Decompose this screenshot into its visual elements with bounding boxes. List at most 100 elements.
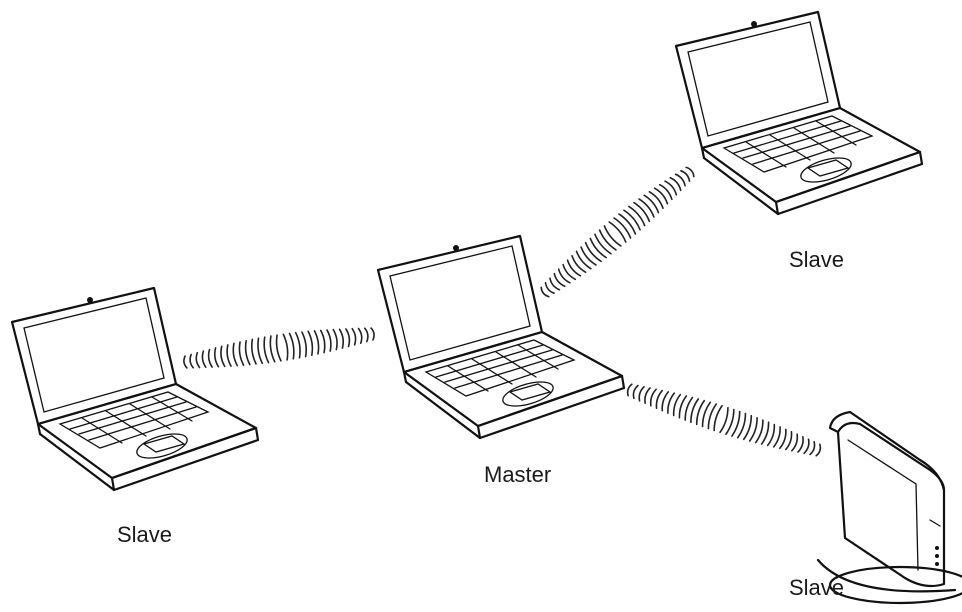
signal-arc [667,392,676,414]
signal-arc [678,395,688,419]
signal-arc [690,398,700,423]
signal-arc [213,347,220,368]
signal-arc [655,389,664,410]
signal-arc [797,435,804,453]
signal-arc [189,353,195,369]
signal-arc [760,421,770,445]
signal-arc [269,335,276,363]
signal-arc [633,201,651,223]
signal-arc [653,187,669,205]
signal-arc [648,190,664,210]
signal-arc [638,198,655,218]
signal-arc [571,254,587,274]
signal-arc [282,333,289,361]
signal-arc [707,403,718,430]
signal-arc [658,183,673,201]
signal-arc [195,351,201,369]
signal-arc [313,330,320,355]
signal-arc [701,401,712,428]
signal-arc [594,233,612,255]
signal-arc [649,388,657,407]
signal-arc [644,387,651,405]
signal-arc [754,419,764,444]
node-label-slave-left: Slave [117,522,173,547]
wireless-signal-icon [626,383,822,457]
signal-arc [257,337,264,365]
signal-arc [719,406,729,434]
signal-arc [598,229,617,251]
signal-arc [351,327,357,346]
signal-arc [566,259,582,277]
wireless-signal-icon [183,327,375,369]
signal-arc [725,408,735,436]
signal-arc [643,194,660,214]
signal-arc [661,391,670,412]
signal-arc [669,176,682,192]
signal-arc [618,213,637,235]
signal-arc [684,396,694,421]
signal-arc [608,221,627,243]
signal-arc [772,426,781,448]
signal-arc [544,282,555,294]
signal-arc [791,433,799,452]
signal-arc [613,217,632,239]
signal-arc [685,166,695,178]
signal-arc [584,241,602,263]
signal-arc [307,330,314,357]
signal-arc [778,428,787,450]
signal-arc [815,443,822,457]
signal-arc [626,383,633,397]
signal-arc [809,440,816,456]
signal-arc [238,341,245,366]
signal-arc [589,237,607,259]
signal-arc [288,332,295,360]
signal-arc [580,246,597,266]
signal-arc [628,205,646,227]
signal-arc [553,272,566,288]
signal-arc [603,225,622,247]
signal-arc [557,268,571,284]
laptop-icon [674,10,924,216]
signal-arc [623,209,641,231]
signal-arc [695,399,706,426]
signal-arc [250,338,257,365]
signal-arc [748,417,758,442]
laptop-icon [10,286,260,492]
signal-arc [664,180,678,196]
signal-arc [803,438,810,455]
signal-arc [226,344,232,367]
signal-arc [338,328,345,349]
signal-arc [680,170,691,182]
signal-arc [672,393,682,417]
signal-arc [263,336,270,364]
signal-arc [294,331,301,359]
signal-arc [562,263,577,281]
signal-arc [220,345,226,368]
signal-arc [275,334,282,362]
signal-arc [370,327,375,341]
signal-arc [326,329,332,352]
wireless-signal-icon [540,166,695,298]
signal-arc [784,430,793,451]
signal-arc [713,404,723,432]
signal-arc [207,348,213,368]
signal-arc [183,355,188,369]
node-label-slave-top-right: Slave [789,247,845,272]
signal-arc [319,329,326,354]
signal-arc [674,173,686,187]
signal-arc [549,277,561,291]
signal-arc [766,423,776,447]
signal-arc [332,328,338,351]
signal-arc [201,350,207,369]
signal-arc [244,339,251,366]
signal-arc [357,327,363,345]
signal-arc [363,327,369,343]
signal-arc [540,286,550,298]
signal-arc [742,414,753,441]
access-point-icon [816,410,962,605]
wireless-links [183,166,822,457]
signal-arc [232,342,239,367]
signal-arc [736,412,747,439]
